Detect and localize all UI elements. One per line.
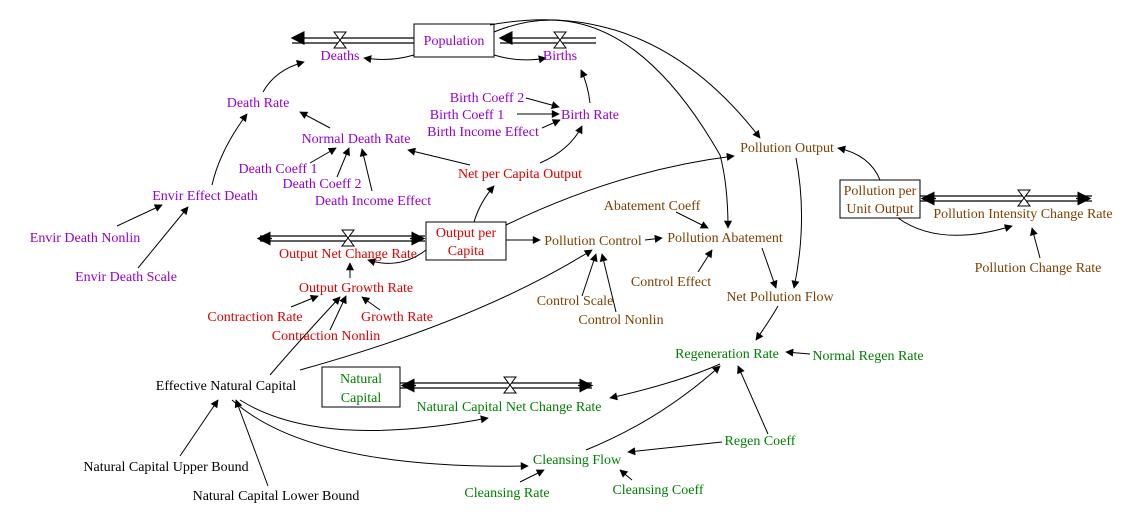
pollution-per-unit-output-label-line2: Unit Output — [846, 202, 913, 217]
stock-population[interactable] — [413, 23, 495, 58]
output-growth-rate-label[interactable]: Output Growth Rate — [299, 281, 413, 296]
flow-pipes — [256, 31, 1092, 393]
causal-links — [116, 19, 1041, 487]
control-scale-label[interactable]: Control Scale — [537, 294, 614, 309]
contraction-rate-label[interactable]: Contraction Rate — [207, 310, 302, 325]
births-label[interactable]: Births — [543, 49, 577, 64]
stock-natural-capital[interactable] — [321, 366, 401, 408]
cleansing-coeff-label[interactable]: Cleansing Coeff — [612, 483, 703, 498]
pollution-output-label[interactable]: Pollution Output — [740, 141, 834, 156]
deaths-label[interactable]: Deaths — [321, 49, 360, 64]
pollution-control-label[interactable]: Pollution Control — [544, 234, 642, 249]
regeneration-rate-label[interactable]: Regeneration Rate — [675, 347, 779, 362]
valve-births — [553, 31, 567, 49]
pollution-change-rate-label[interactable]: Pollution Change Rate — [975, 261, 1102, 276]
cleansing-flow-label[interactable]: Cleansing Flow — [533, 453, 622, 468]
output-per-capita-label-line1: Output per — [436, 226, 497, 241]
control-nonlin-label[interactable]: Control Nonlin — [578, 313, 663, 328]
normal-regen-rate-label[interactable]: Normal Regen Rate — [812, 349, 923, 364]
valve-output-net-change — [341, 229, 355, 247]
abatement-coeff-label[interactable]: Abatement Coeff — [604, 199, 701, 214]
cleansing-rate-label[interactable]: Cleansing Rate — [464, 486, 549, 501]
stock-pollution-per-unit-output[interactable] — [839, 179, 921, 219]
output-net-change-rate-label[interactable]: Output Net Change Rate — [279, 247, 417, 262]
normal-death-rate-label[interactable]: Normal Death Rate — [302, 132, 411, 147]
pollution-abatement-label[interactable]: Pollution Abatement — [667, 231, 783, 246]
valve-natural-capital-net-change — [503, 376, 517, 394]
natural-capital-lower-bound-label[interactable]: Natural Capital Lower Bound — [193, 489, 360, 504]
death-rate-label[interactable]: Death Rate — [227, 96, 290, 111]
natural-capital-label-line1: Natural — [340, 372, 382, 387]
birth-coeff-1-label[interactable]: Birth Coeff 1 — [430, 108, 504, 123]
pollution-per-unit-output-label-line1: Pollution per — [844, 184, 917, 199]
population-label: Population — [424, 34, 485, 49]
stock-output-per-capita[interactable] — [425, 221, 507, 261]
birth-income-effect-label[interactable]: Birth Income Effect — [427, 125, 539, 140]
growth-rate-label[interactable]: Growth Rate — [361, 310, 433, 325]
pollution-intensity-change-rate-label[interactable]: Pollution Intensity Change Rate — [933, 207, 1112, 222]
natural-capital-upper-bound-label[interactable]: Natural Capital Upper Bound — [83, 460, 248, 475]
net-pollution-flow-label[interactable]: Net Pollution Flow — [726, 290, 834, 305]
envir-death-nonlin-label[interactable]: Envir Death Nonlin — [30, 231, 140, 246]
death-coeff-1-label[interactable]: Death Coeff 1 — [238, 162, 317, 177]
natural-capital-net-change-rate-label[interactable]: Natural Capital Net Change Rate — [416, 400, 601, 415]
effective-natural-capital-label[interactable]: Effective Natural Capital — [156, 379, 297, 394]
birth-rate-label[interactable]: Birth Rate — [561, 108, 619, 123]
birth-coeff-2-label[interactable]: Birth Coeff 2 — [450, 91, 524, 106]
envir-effect-death-label[interactable]: Envir Effect Death — [152, 189, 257, 204]
valve-deaths — [333, 31, 347, 49]
valve-pollution-intensity-change — [1017, 189, 1031, 207]
output-per-capita-label-line2: Capita — [448, 244, 485, 259]
net-per-capita-output-label[interactable]: Net per Capita Output — [458, 167, 582, 182]
regen-coeff-label[interactable]: Regen Coeff — [725, 434, 796, 449]
envir-death-scale-label[interactable]: Envir Death Scale — [75, 270, 177, 285]
contraction-nonlin-label[interactable]: Contraction Nonlin — [272, 329, 381, 344]
death-coeff-2-label[interactable]: Death Coeff 2 — [282, 177, 361, 192]
natural-capital-label-line2: Capital — [341, 391, 382, 406]
control-effect-label[interactable]: Control Effect — [631, 275, 711, 290]
death-income-effect-label[interactable]: Death Income Effect — [315, 194, 431, 209]
